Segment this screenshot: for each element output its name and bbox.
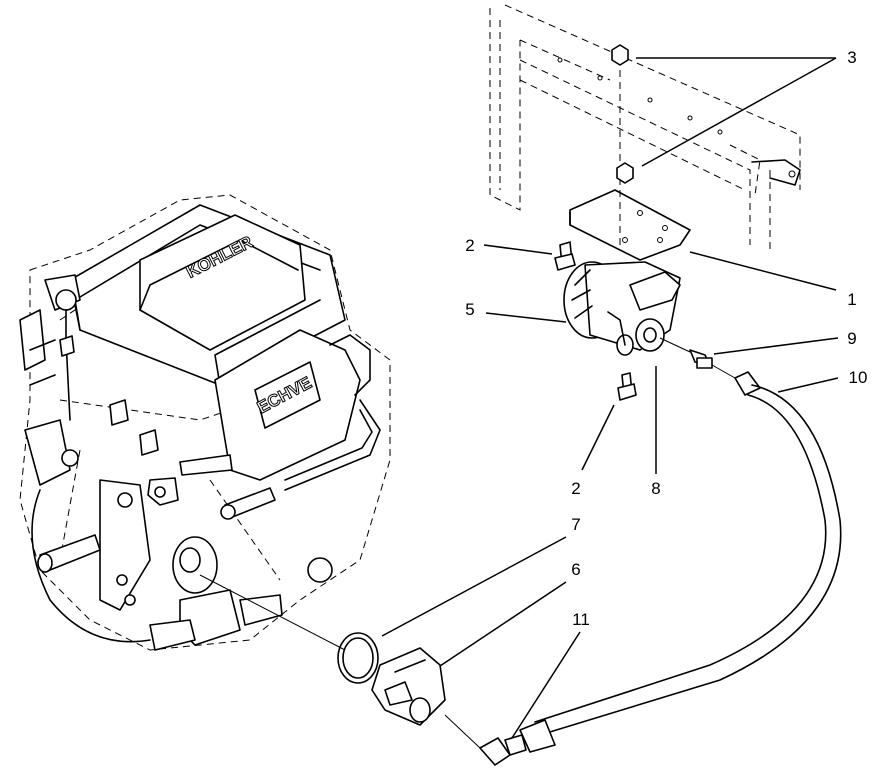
nut-lower bbox=[616, 162, 634, 184]
callout-1: 1 bbox=[847, 290, 856, 309]
elbow-fitting-11 bbox=[479, 737, 511, 766]
callout-5: 5 bbox=[465, 300, 474, 319]
callout-10: 10 bbox=[849, 368, 868, 387]
callout-8: 8 bbox=[651, 479, 660, 498]
callout-2-upper: 2 bbox=[465, 236, 474, 255]
callout-9: 9 bbox=[847, 329, 856, 348]
bolt-lower bbox=[617, 372, 637, 401]
hydraulic-pump bbox=[563, 261, 681, 356]
coupler-6 bbox=[371, 647, 446, 726]
frame-rail bbox=[489, 4, 801, 250]
engine: KOHLER ECHVE bbox=[19, 194, 391, 651]
callout-labels: 1 2 2 3 5 6 7 8 9 10 11 bbox=[465, 48, 867, 629]
leader-lines bbox=[381, 57, 839, 739]
o-ring-7 bbox=[337, 632, 379, 684]
callout-6: 6 bbox=[571, 560, 580, 579]
callout-11: 11 bbox=[572, 610, 590, 629]
fitting-9 bbox=[689, 349, 713, 369]
callout-3: 3 bbox=[847, 48, 856, 67]
hydraulic-hose bbox=[504, 371, 842, 756]
bracket-plate bbox=[569, 70, 691, 261]
callout-2-lower: 2 bbox=[571, 479, 580, 498]
nut-upper bbox=[611, 44, 629, 66]
callout-7: 7 bbox=[571, 515, 580, 534]
bolt-upper bbox=[554, 241, 576, 271]
